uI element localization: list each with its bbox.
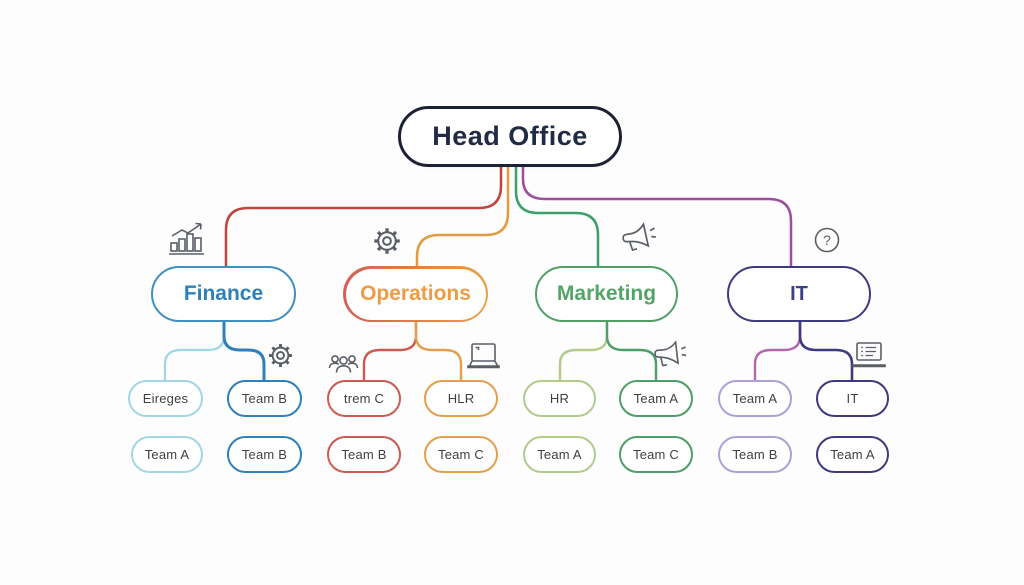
megaphone-icon	[648, 340, 688, 372]
node-operations-child-trem-c[interactable]: trem C	[327, 380, 401, 417]
child-label: Team B	[341, 447, 387, 462]
child-label: HLR	[447, 391, 475, 406]
node-head-office[interactable]: Head Office	[398, 106, 622, 167]
node-operations-child-hlr[interactable]: HLR	[424, 380, 498, 417]
node-it-team-b[interactable]: Team B	[718, 436, 792, 473]
node-it[interactable]: IT	[727, 266, 871, 322]
child-label: Team B	[241, 391, 288, 406]
node-operations-team-c[interactable]: Team C	[424, 436, 498, 473]
child-label: Team B	[732, 447, 778, 462]
child-label: trem C	[343, 391, 385, 406]
child-label: Team A	[633, 391, 679, 406]
wire-operations-child2	[414, 320, 463, 382]
node-finance-child-team-b[interactable]: Team B	[227, 380, 302, 417]
child-label: Team A	[830, 447, 875, 462]
node-marketing-child-team-a[interactable]: Team A	[619, 380, 693, 417]
node-finance-team-a[interactable]: Team A	[131, 436, 203, 473]
gear-icon	[267, 342, 294, 369]
node-it-team-a2[interactable]: Team A	[816, 436, 889, 473]
child-label: Eireges	[142, 391, 189, 406]
node-operations[interactable]: Operations	[343, 266, 488, 322]
node-marketing-team-c[interactable]: Team C	[619, 436, 693, 473]
wire-root-operations	[415, 165, 510, 268]
child-label: Team A	[732, 391, 778, 406]
gear-icon	[372, 226, 402, 256]
child-label: Team A	[537, 447, 582, 462]
child-label: Team B	[241, 447, 288, 462]
node-it-child-it[interactable]: IT	[816, 380, 889, 417]
child-label: Team A	[144, 447, 190, 462]
wire-marketing-child1	[558, 320, 609, 382]
wire-operations-child1	[362, 320, 418, 382]
wire-root-it	[521, 165, 793, 268]
node-finance[interactable]: Finance	[151, 266, 296, 322]
node-marketing-team-a2[interactable]: Team A	[523, 436, 596, 473]
laptop-icon	[466, 341, 501, 373]
wire-finance-child1	[163, 320, 226, 382]
child-label: Team C	[633, 447, 679, 462]
wire-root-marketing	[514, 165, 600, 268]
node-finance-team-b2[interactable]: Team B	[227, 436, 302, 473]
node-finance-child-eireges[interactable]: Eireges	[128, 380, 203, 417]
wire-root-finance	[224, 165, 503, 268]
megaphone-icon	[614, 221, 659, 258]
child-label: IT	[846, 391, 859, 406]
node-marketing-label: Marketing	[556, 282, 657, 305]
node-it-label: IT	[790, 282, 808, 305]
node-it-child-team-a[interactable]: Team A	[718, 380, 792, 417]
child-label: Team C	[438, 447, 484, 462]
wire-it-child2	[798, 320, 854, 382]
node-marketing[interactable]: Marketing	[535, 266, 678, 322]
child-label: HR	[549, 391, 570, 406]
node-finance-label: Finance	[183, 282, 264, 305]
node-head-office-label: Head Office	[432, 121, 588, 151]
wire-it-child1	[753, 320, 802, 382]
wire-marketing-child2	[605, 320, 658, 382]
people-icon	[327, 351, 360, 378]
growth-chart-icon	[168, 221, 210, 256]
svg-text:?: ?	[823, 232, 831, 248]
node-operations-label: Operations	[360, 282, 471, 305]
wire-finance-child2	[222, 320, 266, 382]
node-marketing-child-hr[interactable]: HR	[523, 380, 596, 417]
node-operations-team-b[interactable]: Team B	[327, 436, 401, 473]
laptop-list-icon	[849, 341, 889, 372]
question-icon: ?	[813, 226, 841, 254]
